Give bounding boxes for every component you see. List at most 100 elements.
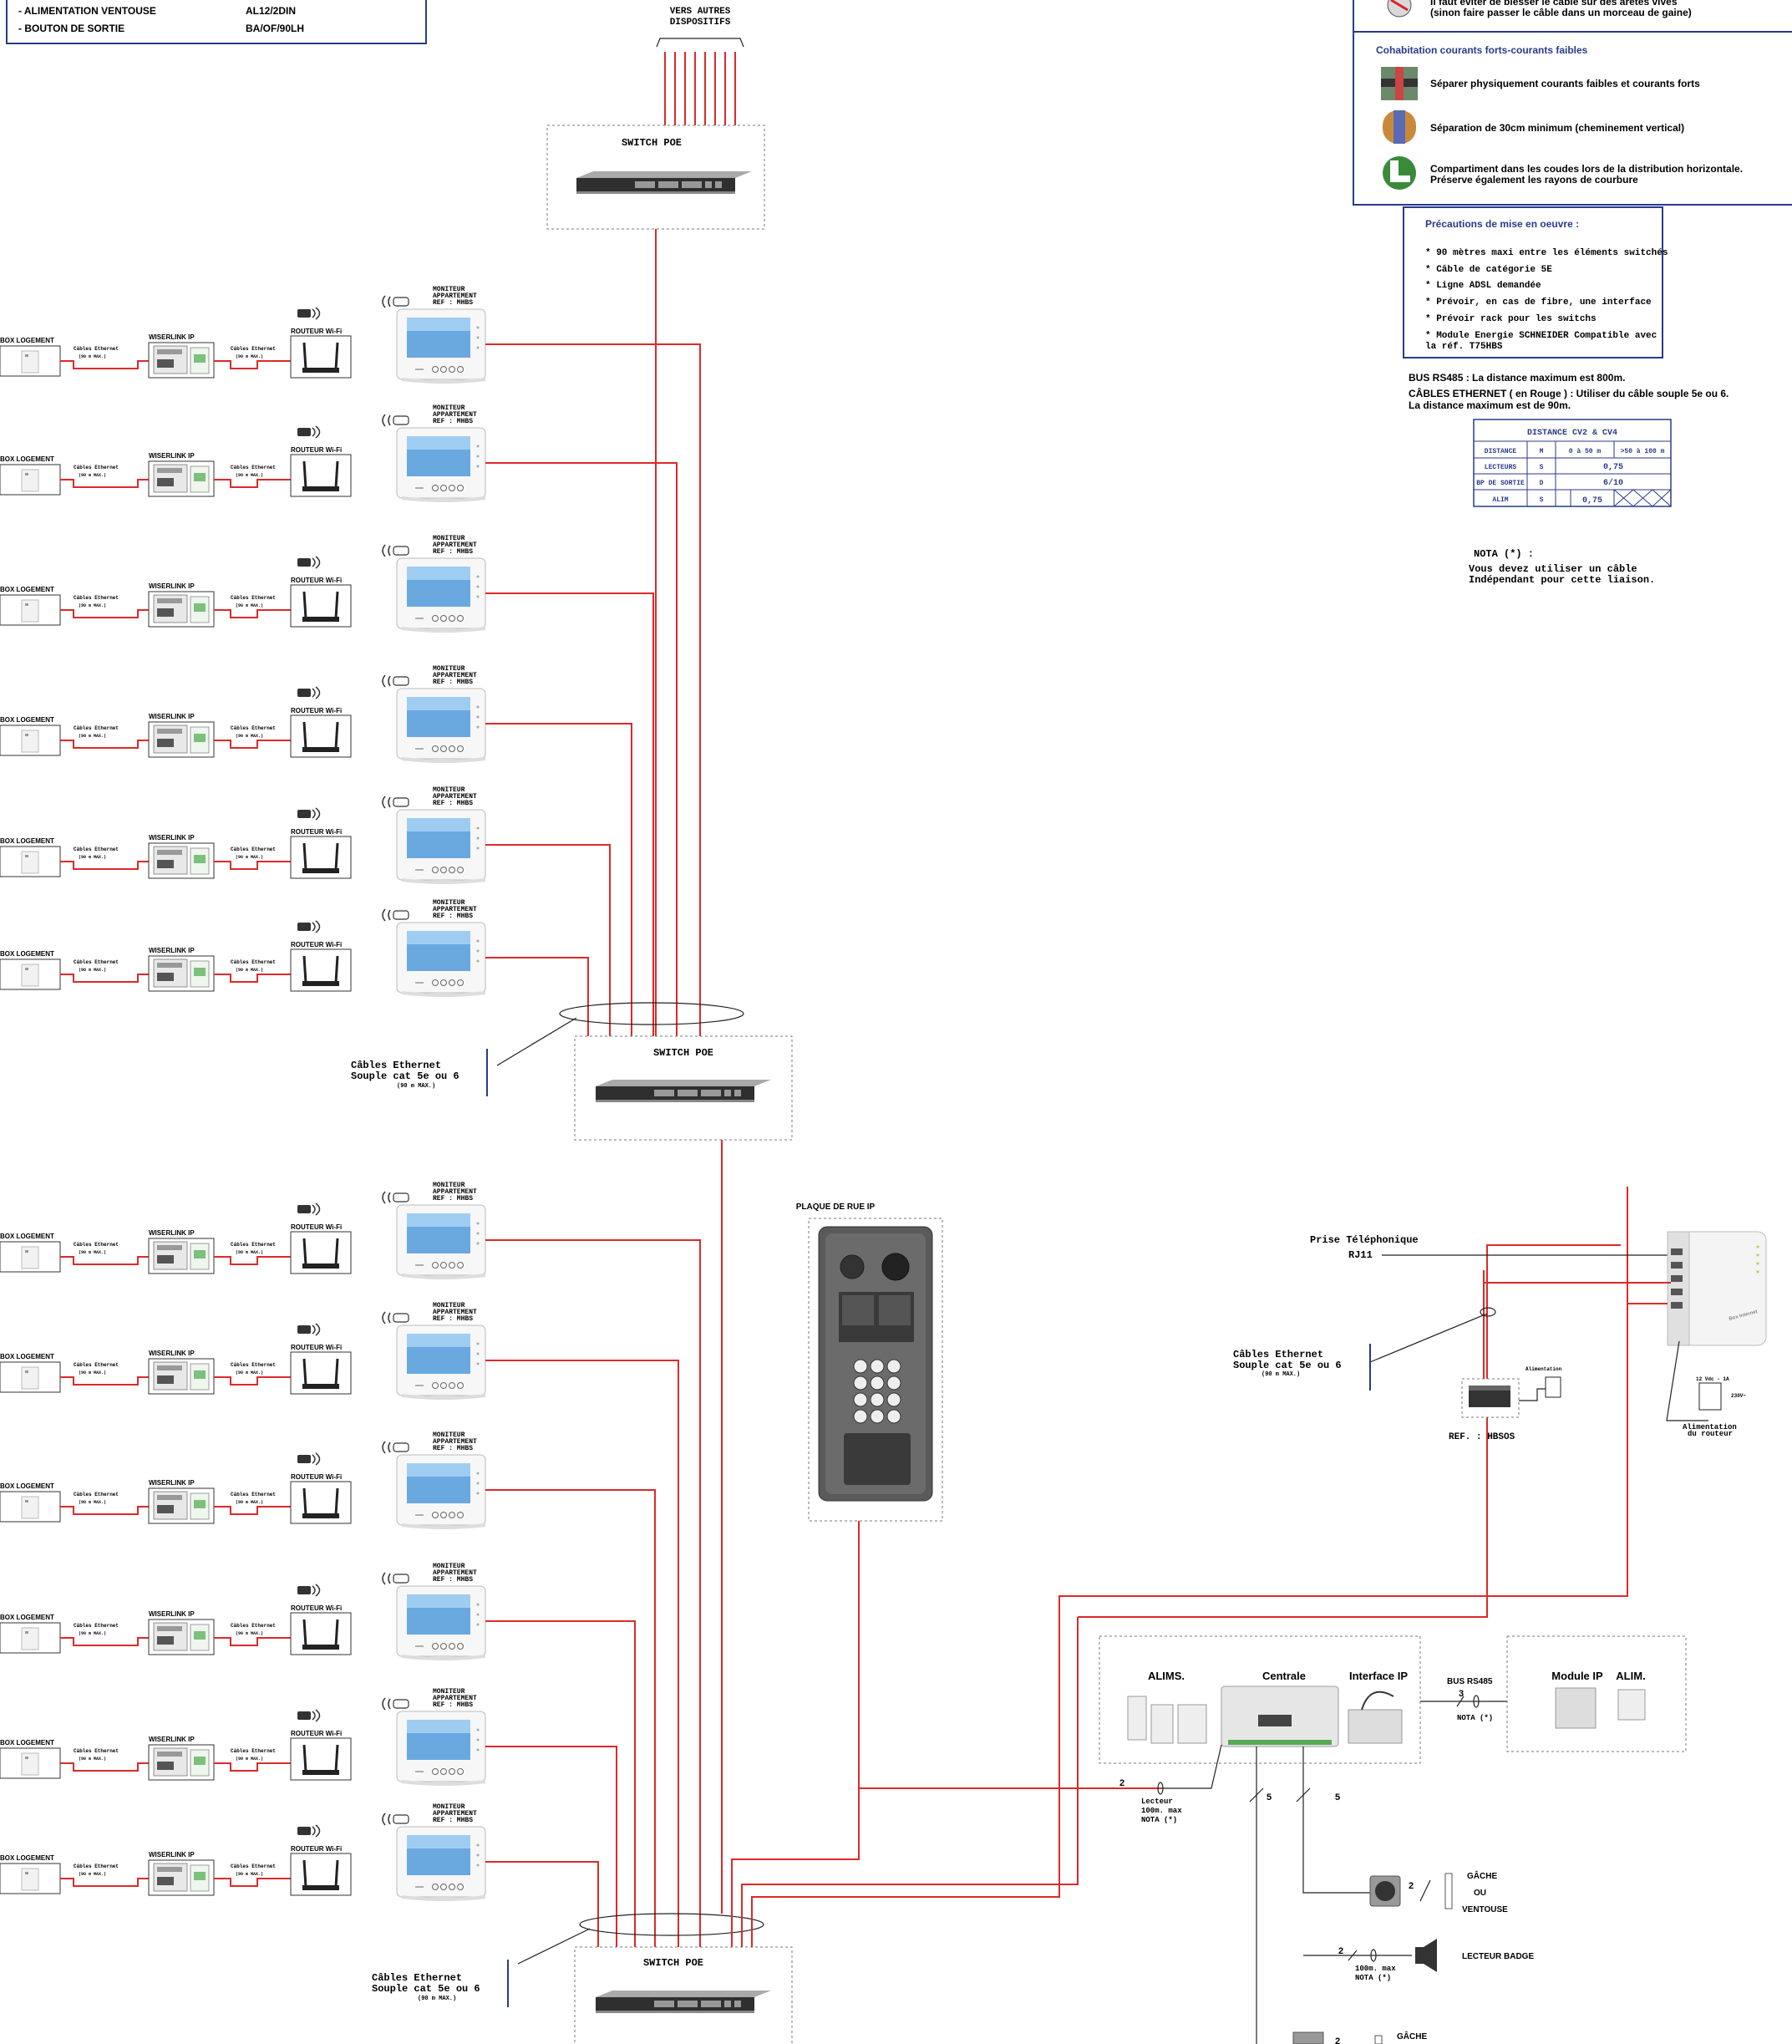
monitor-label: MONITEUR: [433, 1563, 465, 1570]
gache-count: 2: [1335, 2036, 1340, 2044]
monitor-label: MONITEUR: [433, 1688, 465, 1696]
alim-label: ALIM.: [1616, 1670, 1645, 1682]
nota-text: Vous devez utiliser un câble: [1469, 563, 1637, 575]
alim-small: Alimentation: [1525, 1366, 1562, 1372]
nota-label: NOTA (*): [1457, 1714, 1493, 1722]
table-cell: 0,75: [1582, 496, 1602, 506]
apartment-row: BOX LOGEMENT Câbles Ethernet (90 m MAX.) WI…: [0, 665, 632, 1036]
precaution-item: * Câble de catégorie 5E: [1425, 265, 1552, 275]
wifi-router-device: [289, 806, 353, 880]
cable-label: Câbles Ethernet: [74, 1748, 119, 1754]
box-logement-label: BOX LOGEMENT: [0, 716, 54, 724]
router-label: ROUTEUR Wi-Fi: [291, 707, 342, 714]
box-logement-label: BOX LOGEMENT: [0, 1614, 54, 1621]
switch-label: SWITCH POE: [643, 1957, 703, 1969]
monitor-label: MONITEUR: [433, 404, 465, 412]
wiserlink-label: WISERLINK IP: [149, 1610, 195, 1618]
distance-table: DISTANCE CV2 & CV4 DISTANCE M 0 à 50 m >…: [1473, 419, 1672, 507]
box-logement-label: BOX LOGEMENT: [0, 950, 54, 958]
cable-label: Câbles Ethernet: [74, 725, 119, 731]
monitor-label: APPARTEMENT: [433, 672, 477, 679]
monitor-label: APPARTEMENT: [433, 1188, 477, 1196]
switch-label: SWITCH POE: [653, 1047, 713, 1059]
alim-routeur-label: du routeur: [1688, 1430, 1733, 1438]
lecteur-count: 2: [1119, 1778, 1124, 1788]
monitor-device: [381, 1190, 487, 1279]
legend-row-label: - BOUTON DE SORTIE: [18, 23, 124, 34]
top-switch: VERS AUTRES DISPOSITIFS SWITCH POE: [546, 7, 765, 230]
cable-max: (90 m MAX.): [79, 473, 106, 478]
cable-label: Câbles Ethernet: [74, 346, 119, 352]
wiserlink-device: [148, 955, 215, 992]
bundle-text: Câbles Ethernet: [372, 1972, 462, 1984]
wiserlink-device: [148, 721, 215, 758]
wiserlink-device: [148, 1859, 215, 1896]
cable-max: (90 m MAX.): [79, 1631, 106, 1636]
cable-max: (90 m MAX.): [236, 1757, 263, 1762]
plaque-title: PLAQUE DE RUE IP: [796, 1203, 876, 1212]
legend-row-label: - ALIMENTATION VENTOUSE: [18, 5, 156, 17]
monitor-label: REF : MHBS: [433, 548, 473, 556]
router-label: ROUTEUR Wi-Fi: [291, 1223, 342, 1231]
cable-label: Câbles Ethernet: [231, 1362, 276, 1368]
bundle-text: Souple cat 5e ou 6: [372, 1983, 480, 1995]
box-logement-device: [0, 1241, 61, 1273]
monitor-label: APPARTEMENT: [433, 1695, 477, 1702]
table-cell: 6/10: [1603, 478, 1623, 488]
apartment-group-lower: BOX LOGEMENT Câbles Ethernet (90 m MAX.) WI…: [0, 1182, 701, 1947]
eth-note: La distance maximum est de 90m.: [1409, 399, 1571, 411]
wiserlink-label: WISERLINK IP: [149, 947, 195, 954]
monitor-device: [381, 294, 487, 384]
router-label: ROUTEUR Wi-Fi: [291, 1604, 342, 1612]
wiserlink-label: WISERLINK IP: [149, 333, 195, 341]
bundle-text: (90 m MAX.): [418, 1996, 456, 2002]
wiserlink-label: WISERLINK IP: [149, 1736, 195, 1743]
cable-label: Câbles Ethernet: [74, 959, 119, 965]
bus-label: BUS RS485: [1447, 1677, 1493, 1686]
apartment-row: BOX LOGEMENT Câbles Ethernet (90 m MAX.) WI…: [0, 404, 678, 1036]
cable-max: (90 m MAX.): [79, 1757, 106, 1762]
cable-label: Câbles Ethernet: [231, 1242, 276, 1248]
monitor-label: APPARTEMENT: [433, 1569, 477, 1577]
monitor-label: MONITEUR: [433, 786, 465, 794]
monitor-label: MONITEUR: [433, 665, 465, 673]
volt-label: 230V~: [1731, 1393, 1746, 1399]
vers-autres-label: DISPOSITIFS: [670, 18, 731, 28]
apartment-row: BOX LOGEMENT Câbles Ethernet (90 m MAX.) WI…: [0, 899, 589, 1036]
monitor-label: APPARTEMENT: [433, 1810, 477, 1818]
prise-label: RJ11: [1348, 1249, 1373, 1261]
cohab-item: Préserve également les rayons de courbur…: [1430, 174, 1638, 186]
cable-label: Câbles Ethernet: [231, 725, 276, 731]
table-header: M: [1540, 448, 1544, 455]
cable-max: (90 m MAX.): [79, 603, 106, 608]
cohab-item: Séparer physiquement courants faibles et…: [1430, 78, 1700, 89]
box-logement-device: [0, 1863, 61, 1894]
monitor-label: APPARTEMENT: [433, 1438, 477, 1446]
gache-count: 2: [1409, 1881, 1414, 1891]
router-label: ROUTEUR Wi-Fi: [291, 446, 342, 454]
notes: BUS RS485 : La distance maximum est 800m…: [1409, 372, 1729, 411]
monitor-device: [381, 1440, 487, 1529]
box-logement-label: BOX LOGEMENT: [0, 1353, 54, 1360]
box-logement-device: [0, 1747, 61, 1779]
nota-title: NOTA (*) :: [1474, 548, 1534, 560]
monitor-label: MONITEUR: [433, 1182, 465, 1189]
monitor-label: REF : MHBS: [433, 1576, 473, 1584]
wiserlink-label: WISERLINK IP: [149, 713, 195, 720]
wiserlink-label: WISERLINK IP: [149, 582, 195, 590]
bundle-label-lower: Câbles Ethernet Souple cat 5e ou 6 (90 m…: [372, 1928, 591, 2007]
switch-label: SWITCH POE: [622, 137, 682, 149]
prise-label: Prise Téléphonique: [1310, 1234, 1419, 1246]
apartment-group-upper: BOX LOGEMENT Câbles Ethernet (90 m MAX.) WI…: [0, 286, 701, 1036]
alims-label: ALIMS.: [1148, 1670, 1185, 1682]
cable-max: (90 m MAX.): [236, 1250, 263, 1255]
cable-label: Câbles Ethernet: [231, 1492, 276, 1497]
cable-max: (90 m MAX.): [79, 968, 106, 973]
cable-label: Câbles Ethernet: [231, 847, 276, 852]
cable-label: Câbles Ethernet: [74, 1623, 119, 1629]
clip-text: (sinon faire passer le câble dans un mor…: [1430, 7, 1692, 18]
right-info-panel: Il faut éviter de blesser le câble sur d…: [1353, 0, 1792, 206]
table-header: DISTANCE: [1485, 448, 1517, 455]
